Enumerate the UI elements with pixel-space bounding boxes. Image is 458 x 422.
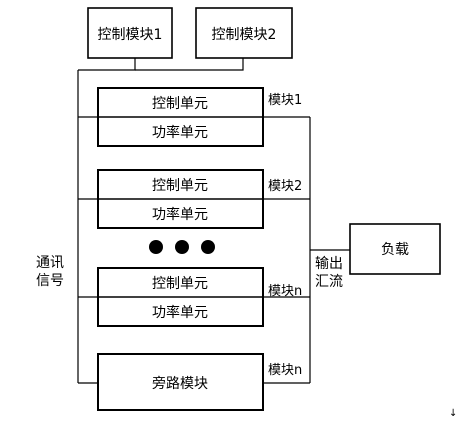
control-module-2-label: 控制模块2: [212, 27, 277, 43]
ellipsis-dots: [149, 240, 215, 254]
module-1-control-unit: 控制单元: [152, 96, 208, 112]
output-busbar: [263, 116, 350, 384]
load-box: 负载: [349, 223, 441, 275]
module-2-control-unit: 控制单元: [152, 178, 208, 194]
ellipsis-dot: [175, 240, 189, 254]
module-2-power-unit: 功率单元: [152, 206, 208, 223]
load-label: 负载: [381, 242, 409, 258]
comm-signal-line-2: 信号: [36, 273, 64, 289]
output-sum-line-1: 输出: [315, 256, 343, 272]
module-n-power-unit: 功率单元: [152, 304, 208, 321]
module-2-tag: 模块2: [268, 179, 302, 194]
control-module-1: 控制模块1: [87, 7, 173, 59]
control-module-1-label: 控制模块1: [98, 27, 163, 43]
comm-signal-label: 通讯 信号: [36, 255, 64, 289]
comm-signal-line-1: 通讯: [36, 255, 64, 271]
control-module-2: 控制模块2: [195, 7, 293, 59]
module-n-tag: 模块n: [268, 284, 302, 299]
module-n-control-unit: 控制单元: [152, 276, 208, 292]
corner-mark: ↓: [449, 408, 457, 419]
output-sum-label: 输出 汇流: [315, 256, 343, 290]
bypass-module: 旁路模块 模块n: [97, 353, 302, 411]
bypass-module-label: 旁路模块: [152, 375, 208, 392]
ellipsis-dot: [149, 240, 163, 254]
module-1-tag: 模块1: [268, 93, 302, 108]
communication-bus: [77, 58, 244, 384]
module-1: 控制单元 功率单元 模块1: [97, 87, 302, 147]
ellipsis-dot: [201, 240, 215, 254]
bypass-module-tag: 模块n: [268, 363, 302, 378]
module-1-power-unit: 功率单元: [152, 124, 208, 141]
output-sum-line-2: 汇流: [315, 274, 343, 290]
module-2: 控制单元 功率单元 模块2: [97, 169, 302, 229]
module-n: 控制单元 功率单元 模块n: [97, 267, 302, 327]
